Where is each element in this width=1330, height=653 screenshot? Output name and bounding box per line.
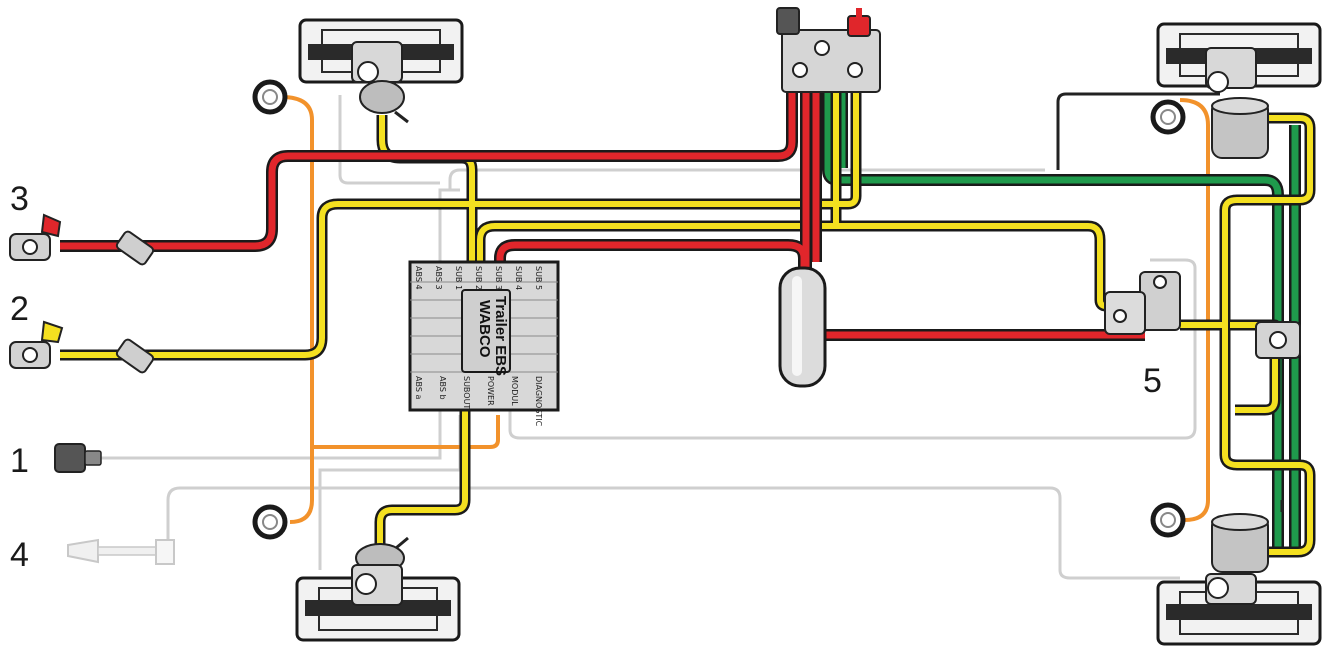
ecu-port-label: ABS a xyxy=(414,376,423,399)
green-line-main xyxy=(824,90,1282,555)
yellow-line-front-right-chamber xyxy=(1180,115,1313,328)
trailer-control-valve xyxy=(776,7,881,93)
red-line-ecu-supply xyxy=(496,241,808,270)
cable-upper-right xyxy=(448,168,1045,190)
yellow-line-rear-left-chamber xyxy=(377,410,468,550)
ecu-label-plate xyxy=(461,289,511,373)
brake-chamber-front-right xyxy=(1205,47,1269,159)
abs-sensor-rear-right xyxy=(1150,502,1186,538)
sensor-cable-top-left xyxy=(338,95,440,185)
label-4: 4 xyxy=(10,536,29,574)
label-3: 3 xyxy=(10,180,29,218)
ecu-port-label: SUB 1 xyxy=(454,266,463,290)
orange-cable-left-wheels xyxy=(281,95,314,524)
abs-sensor-cable-front-left xyxy=(100,188,460,460)
ebs-modulator xyxy=(1104,271,1181,335)
iso1185-plug xyxy=(67,538,175,565)
orange-cable-right-wheels xyxy=(1179,98,1210,522)
ecu-model: Trailer EBS xyxy=(492,296,509,376)
ecu-ports-bottom: ABS a ABS b SUBOUT POWER MODUL DIAGNOSTIC xyxy=(414,376,543,427)
iso7638-plug xyxy=(54,443,102,473)
abs-sensor-front-right xyxy=(1150,99,1186,135)
cable-long-bottom xyxy=(166,486,1180,580)
ecu-port-label: SUB 5 xyxy=(534,266,543,290)
ecu-port-label: MODUL xyxy=(510,376,519,406)
ecu-port-label: POWER xyxy=(486,376,495,406)
wheel-rear-right xyxy=(1156,580,1322,646)
abs-sensor-rear-left xyxy=(252,504,288,540)
brake-chamber-rear-left xyxy=(351,536,409,606)
coupling-head-yellow xyxy=(9,320,64,369)
ecu-port-label: SUB 2 xyxy=(474,266,483,290)
line-filter-red xyxy=(115,230,155,266)
ecu-port-label: SUB 4 xyxy=(514,266,523,290)
yellow-line-control-2 xyxy=(60,90,859,358)
ecu-port-label: ABS b xyxy=(438,376,447,400)
brake-chamber-rear-right xyxy=(1205,500,1284,605)
abs-sensors xyxy=(252,79,1186,540)
cable-modulator-right xyxy=(508,258,1197,440)
air-reservoir xyxy=(778,266,827,388)
ecu-port-label: SUB 3 xyxy=(494,266,503,290)
red-line-supply-3 xyxy=(60,90,796,250)
yellow-line-rear-right-chamber xyxy=(1222,325,1313,555)
yellow-lines xyxy=(60,90,1316,558)
label-5: 5 xyxy=(1143,362,1162,400)
yellow-line-to-modulator xyxy=(477,223,1140,309)
cable-black-top-right xyxy=(1056,92,1220,170)
trailer-ebs-ecu: WABCO Trailer EBS ABS 4 ABS 3 SUB 1 SUB 2 SU… xyxy=(408,260,560,427)
brake-chamber-front-left xyxy=(351,41,409,124)
ecu-port-label: SUBOUT xyxy=(462,376,471,409)
coupling-head-red xyxy=(9,213,62,261)
line-filter-yellow xyxy=(115,338,155,374)
yellow-line-relay-loop xyxy=(1230,322,1278,413)
ecu-port-label: ABS 3 xyxy=(434,266,443,290)
label-1: 1 xyxy=(10,442,29,480)
ecu-port-label: DIAGNOSTIC xyxy=(534,376,543,427)
ecu-ports-top: ABS 4 ABS 3 SUB 1 SUB 2 SUB 3 SUB 4 SUB 5 xyxy=(414,266,543,290)
orange-cables xyxy=(281,95,1210,524)
relay-valve-right xyxy=(1255,321,1301,359)
ecu-brand: WABCO xyxy=(476,300,493,358)
wheel-rear-left xyxy=(295,576,461,642)
label-2: 2 xyxy=(10,290,29,328)
ecu-port-label: ABS 4 xyxy=(414,266,423,290)
orange-cable-to-ecu xyxy=(312,415,500,449)
abs-sensor-front-left xyxy=(252,79,288,115)
red-lines xyxy=(60,90,1145,341)
